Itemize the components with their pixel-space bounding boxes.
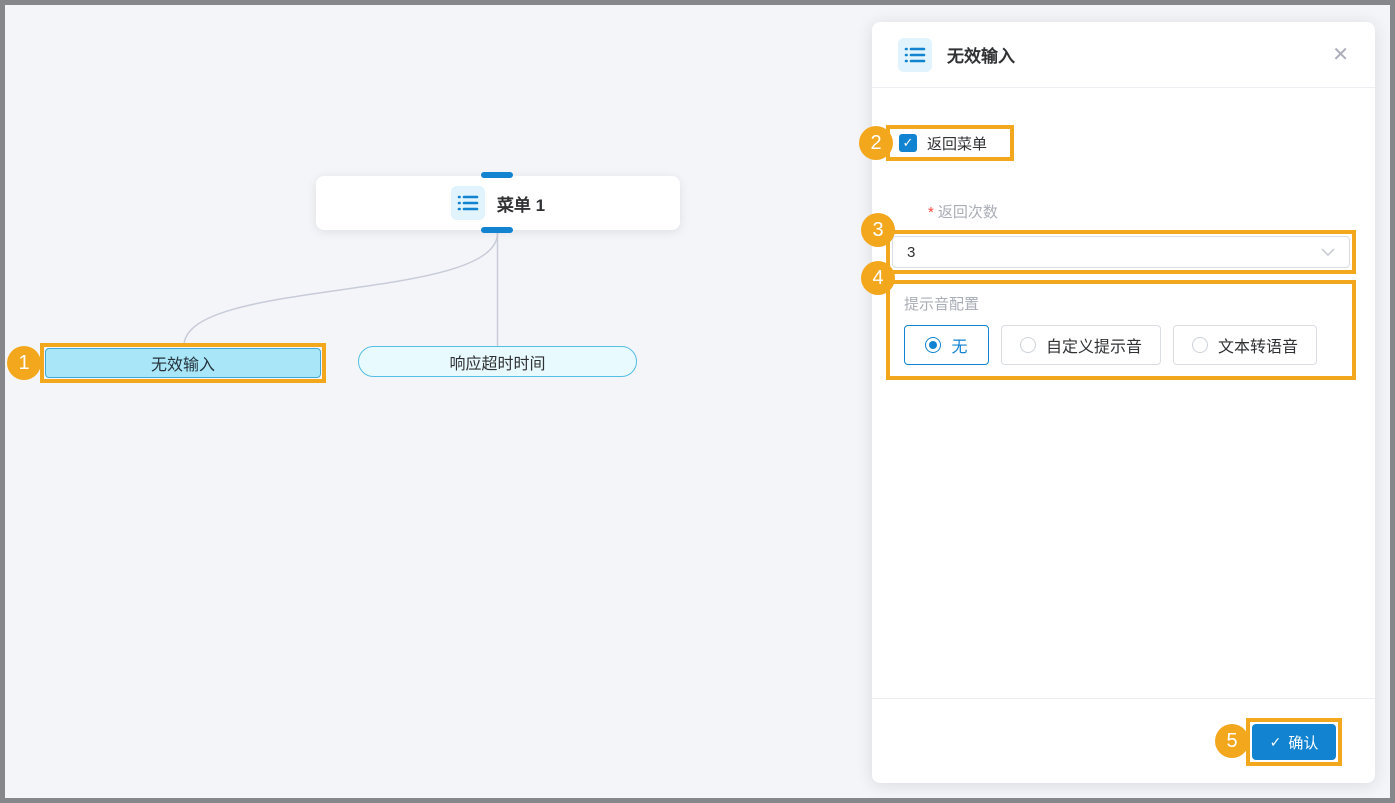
return-count-select[interactable]: 3 <box>892 236 1350 268</box>
highlight-box-1: 无效输入 <box>40 343 326 383</box>
invalid-input-settings-panel: 无效输入 ✕ ✓ 返回菜单 *返回次数 3 <box>872 22 1375 783</box>
invalid-input-node[interactable]: 无效输入 <box>45 348 321 378</box>
list-icon <box>450 186 485 220</box>
return-menu-checkbox[interactable]: ✓ <box>899 134 917 152</box>
highlight-box-5: ✓ 确认 <box>1246 718 1342 766</box>
node-input-handle[interactable] <box>481 172 513 178</box>
annotation-badge-3: 3 <box>861 213 895 247</box>
radio-option-none[interactable]: 无 <box>904 325 989 365</box>
annotation-badge-2: 2 <box>859 126 893 160</box>
required-asterisk: * <box>928 204 934 221</box>
radio-option-text-to-speech[interactable]: 文本转语音 <box>1173 325 1318 365</box>
highlight-box-4: 提示音配置 无 自定义提示音 文本转语音 <box>886 280 1356 380</box>
confirm-button[interactable]: ✓ 确认 <box>1252 724 1336 760</box>
radio-unselected-icon <box>1020 337 1036 353</box>
chevron-down-icon <box>1321 248 1335 256</box>
menu-node-label: 菜单 1 <box>496 195 546 215</box>
prompt-tone-label: 提示音配置 <box>904 296 980 313</box>
menu-node[interactable]: 菜单 1 <box>316 176 680 230</box>
radio-option-custom-prompt[interactable]: 自定义提示音 <box>1001 325 1162 365</box>
annotation-badge-4: 4 <box>861 261 895 295</box>
highlight-box-2: ✓ 返回菜单 <box>886 125 1014 161</box>
panel-header: 无效输入 ✕ <box>872 22 1375 88</box>
node-output-handle[interactable] <box>481 227 513 233</box>
prompt-tone-radio-group: 无 自定义提示音 文本转语音 <box>904 325 1338 365</box>
return-menu-label: 返回菜单 <box>927 135 988 153</box>
response-timeout-node[interactable]: 响应超时时间 <box>358 346 637 377</box>
close-icon[interactable]: ✕ <box>1332 43 1349 66</box>
panel-title: 无效输入 <box>947 47 1015 66</box>
list-icon <box>898 37 932 72</box>
panel-body: ✓ 返回菜单 *返回次数 3 提示音配置 <box>872 88 1375 783</box>
radio-unselected-icon <box>1192 337 1209 353</box>
return-count-value: 3 <box>907 243 916 261</box>
annotation-badge-5: 5 <box>1215 724 1249 758</box>
check-icon: ✓ <box>1269 733 1282 750</box>
annotation-badge-1: 1 <box>7 346 41 380</box>
highlight-box-3: 3 <box>886 230 1356 274</box>
footer-divider <box>872 698 1375 699</box>
return-count-label: *返回次数 <box>928 204 998 221</box>
radio-selected-icon <box>925 337 942 353</box>
